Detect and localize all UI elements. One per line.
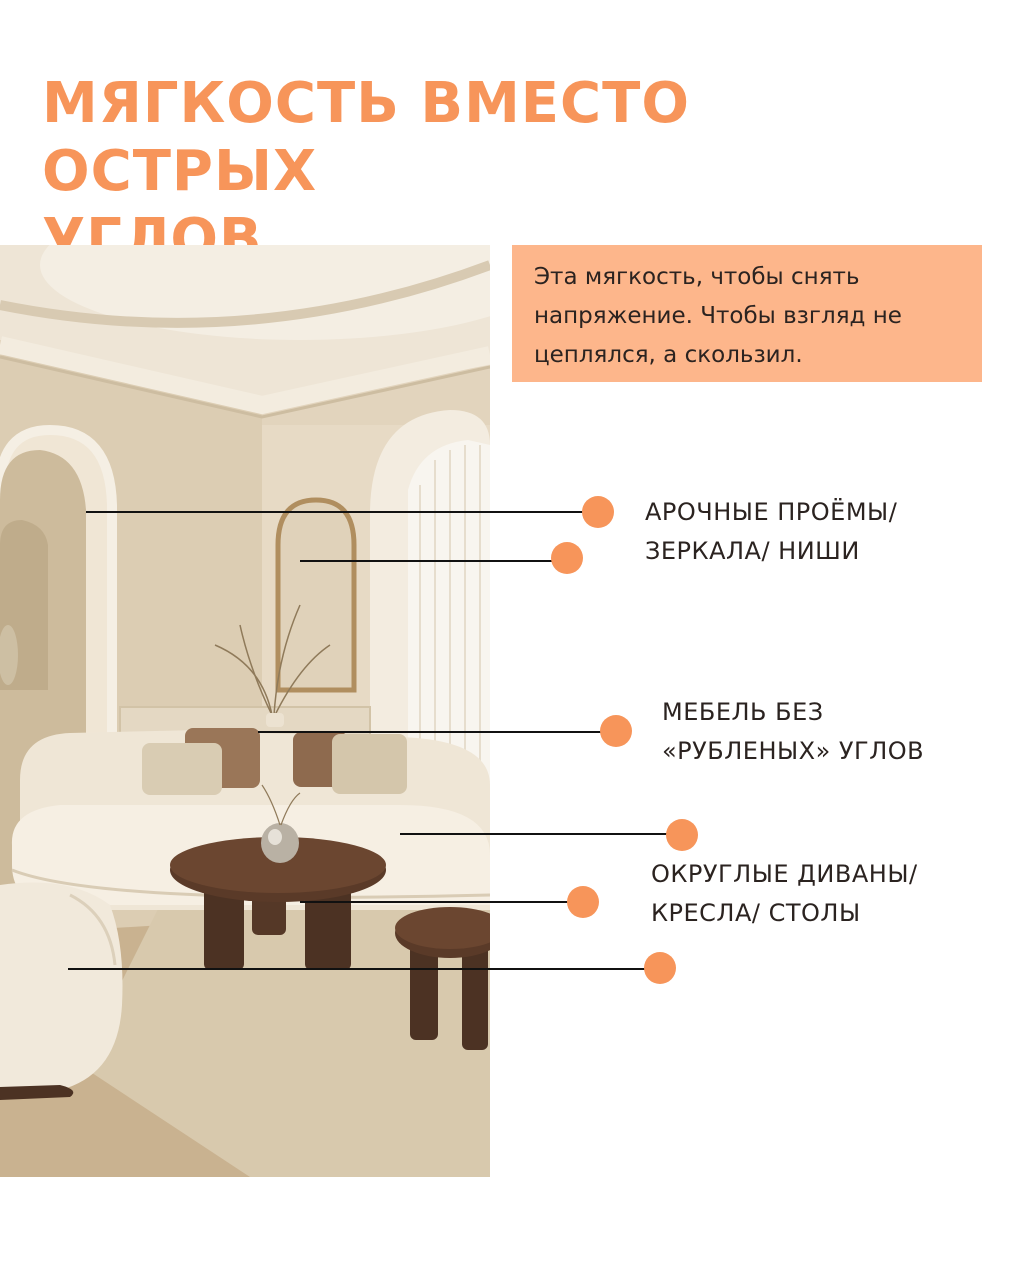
callout-line-1: МЕБЕЛЬ БЕЗ <box>662 698 824 726</box>
leader-line-sofa <box>400 833 668 835</box>
leader-line-cushions <box>258 731 603 733</box>
callout-line-2: «РУБЛЕНЫХ» УГЛОВ <box>662 737 925 765</box>
marker-dot-arch <box>582 496 614 528</box>
marker-dot-cushions <box>600 715 632 747</box>
leader-line-armchair <box>68 968 648 970</box>
marker-dot-mirror <box>551 542 583 574</box>
marker-dot-table <box>567 886 599 918</box>
callout-line-1: ОКРУГЛЫЕ ДИВАНЫ/ <box>651 860 918 888</box>
marker-dot-sofa <box>666 819 698 851</box>
leader-line-arch <box>86 511 586 513</box>
leader-line-table <box>300 901 570 903</box>
quote-line-3: цеплялся, а скользил. <box>534 342 803 368</box>
callout-rounded-sofas-chairs-tables: ОКРУГЛЫЕ ДИВАНЫ/ КРЕСЛА/ СТОЛЫ <box>651 855 918 933</box>
quote-line-2: напряжение. Чтобы взгляд не <box>534 303 902 329</box>
interior-photo <box>0 245 490 1177</box>
callout-furniture-no-sharp-corners: МЕБЕЛЬ БЕЗ «РУБЛЕНЫХ» УГЛОВ <box>662 693 924 771</box>
callout-line-2: КРЕСЛА/ СТОЛЫ <box>651 899 861 927</box>
page-title: МЯГКОСТЬ ВМЕСТО ОСТРЫХ УГЛОВ <box>42 70 982 274</box>
marker-dot-armchair <box>644 952 676 984</box>
title-line-1: МЯГКОСТЬ ВМЕСТО ОСТРЫХ <box>42 71 690 204</box>
quote-box: Эта мягкость, чтобы снять напряжение. Чт… <box>512 245 982 382</box>
callout-line-1: АРОЧНЫЕ ПРОЁМЫ/ <box>645 498 898 526</box>
quote-line-1: Эта мягкость, чтобы снять <box>534 264 860 290</box>
callout-line-2: ЗЕРКАЛА/ НИШИ <box>645 537 860 565</box>
callout-arches-mirrors-niches: АРОЧНЫЕ ПРОЁМЫ/ ЗЕРКАЛА/ НИШИ <box>645 493 897 571</box>
leader-line-mirror <box>300 560 555 562</box>
